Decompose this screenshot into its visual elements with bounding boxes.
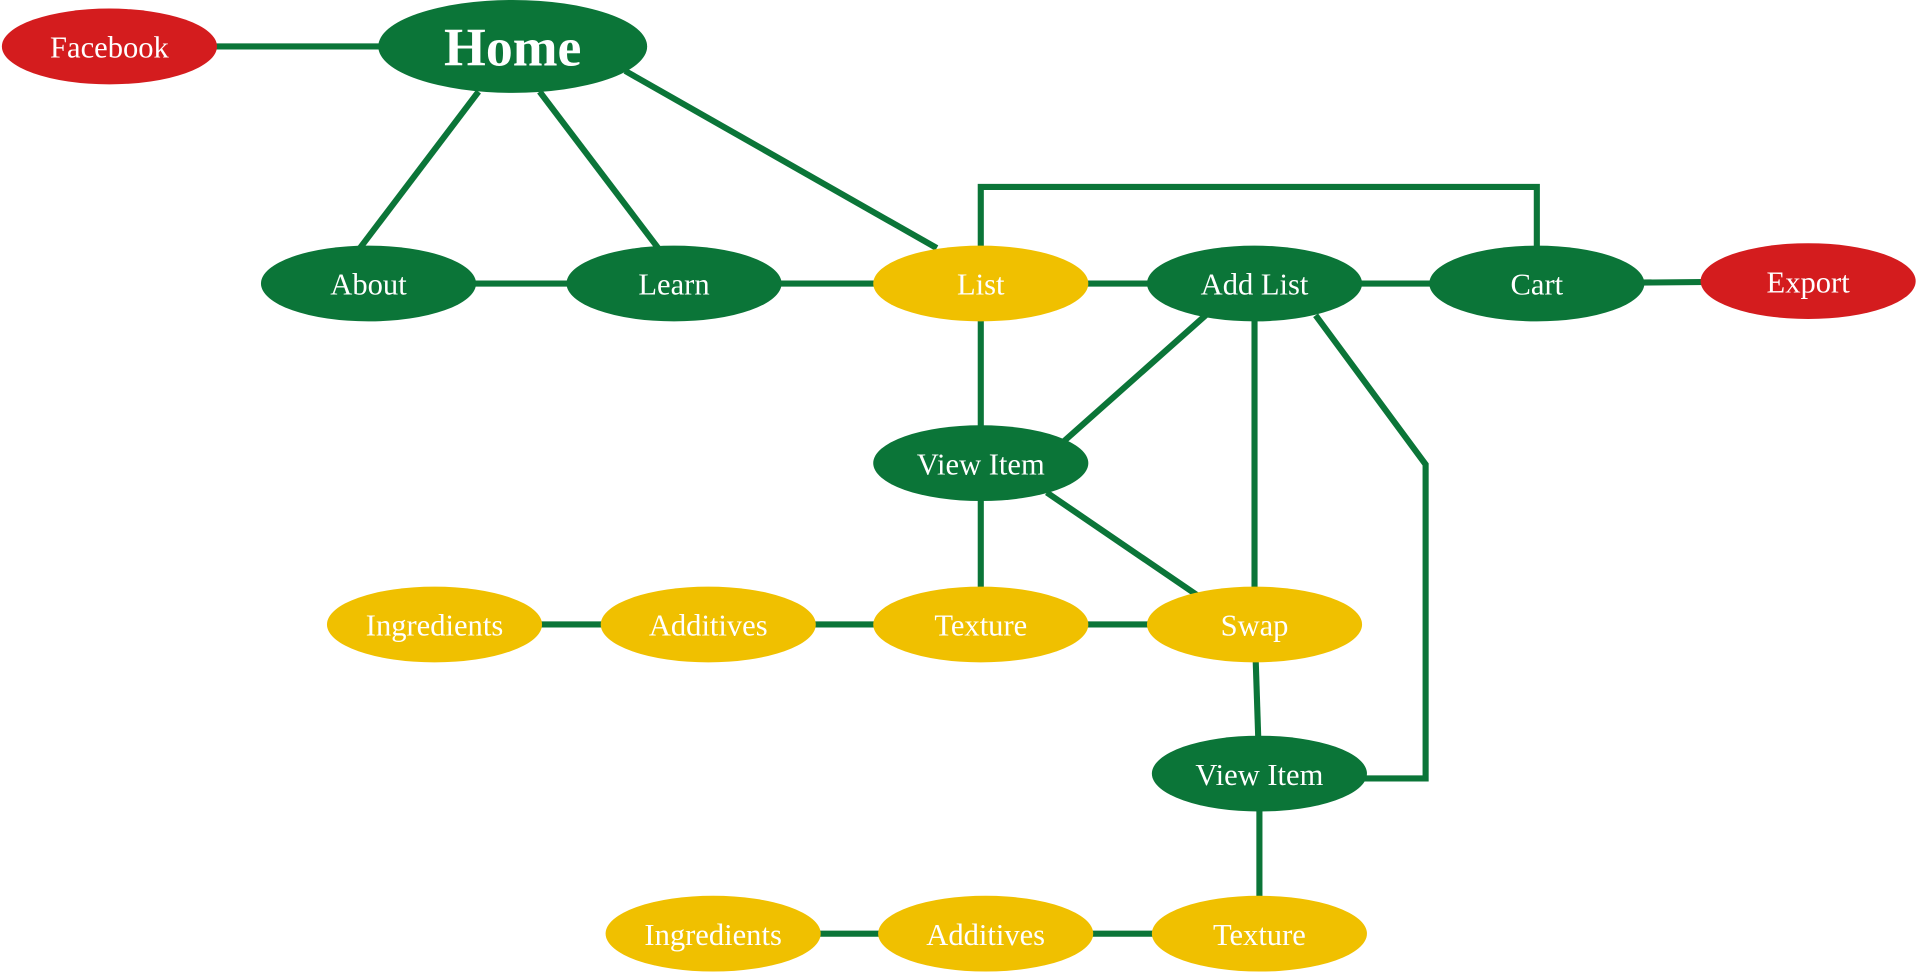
- node-shape: [1146, 245, 1363, 322]
- node-label: Export: [1767, 265, 1851, 299]
- node-list[interactable]: List: [873, 245, 1089, 322]
- node-view-item-1[interactable]: View Item: [873, 425, 1089, 502]
- node-label: List: [957, 268, 1005, 302]
- node-cart[interactable]: Cart: [1429, 245, 1645, 322]
- node-shape: [873, 245, 1089, 322]
- node-ingredients-2[interactable]: Ingredients: [605, 895, 821, 972]
- node-shape: [378, 0, 648, 93]
- node-add-list[interactable]: Add List: [1146, 245, 1363, 322]
- node-export[interactable]: Export: [1700, 243, 1916, 319]
- node-label: View Item: [1195, 758, 1323, 792]
- node-shape: [1700, 243, 1916, 319]
- node-shape: [1151, 735, 1367, 812]
- node-shape: [1429, 245, 1645, 322]
- node-label: About: [330, 268, 407, 302]
- node-label: Facebook: [50, 31, 169, 65]
- edge-home-to-list: [623, 68, 939, 251]
- edge-home-to-learn: [537, 89, 661, 250]
- node-label: Ingredients: [644, 918, 781, 952]
- node-label: Add List: [1201, 268, 1309, 302]
- node-shape: [600, 586, 816, 663]
- node-label: Swap: [1221, 609, 1289, 643]
- edge-list-to-cart: [977, 183, 1540, 249]
- node-shape: [878, 895, 1094, 972]
- node-swap[interactable]: Swap: [1146, 586, 1363, 663]
- edge-add-list-to-view-item-1: [1060, 313, 1208, 445]
- node-facebook[interactable]: Facebook: [1, 8, 217, 85]
- node-label: Additives: [649, 609, 768, 643]
- node-label: Additives: [926, 918, 1045, 952]
- node-label: Texture: [1213, 918, 1306, 952]
- edge-add-list-to-view-item-2: [1313, 313, 1429, 782]
- node-home[interactable]: Home: [378, 0, 648, 93]
- node-shape: [1, 8, 217, 85]
- node-label: Learn: [638, 268, 709, 302]
- node-shape: [605, 895, 821, 972]
- node-shape: [873, 425, 1089, 502]
- node-shape: [1146, 586, 1363, 663]
- node-about[interactable]: About: [260, 245, 477, 322]
- node-shape: [1151, 895, 1367, 972]
- node-label: Cart: [1511, 268, 1564, 302]
- node-label: View Item: [917, 447, 1045, 481]
- edge-home-to-about: [357, 89, 481, 250]
- node-texture-1[interactable]: Texture: [873, 586, 1089, 663]
- node-label: Home: [444, 18, 581, 78]
- node-ingredients-1[interactable]: Ingredients: [326, 586, 543, 663]
- node-view-item-2[interactable]: View Item: [1151, 735, 1367, 812]
- node-label: Ingredients: [366, 609, 503, 643]
- node-additives-2[interactable]: Additives: [878, 895, 1094, 972]
- node-shape: [260, 245, 477, 322]
- node-shape: [566, 245, 782, 322]
- node-learn[interactable]: Learn: [566, 245, 782, 322]
- node-texture-2[interactable]: Texture: [1151, 895, 1367, 972]
- edge-view-item-1-to-swap: [1045, 489, 1199, 598]
- node-additives-1[interactable]: Additives: [600, 586, 816, 663]
- node-shape: [873, 586, 1089, 663]
- node-label: Texture: [934, 609, 1027, 643]
- node-shape: [326, 586, 543, 663]
